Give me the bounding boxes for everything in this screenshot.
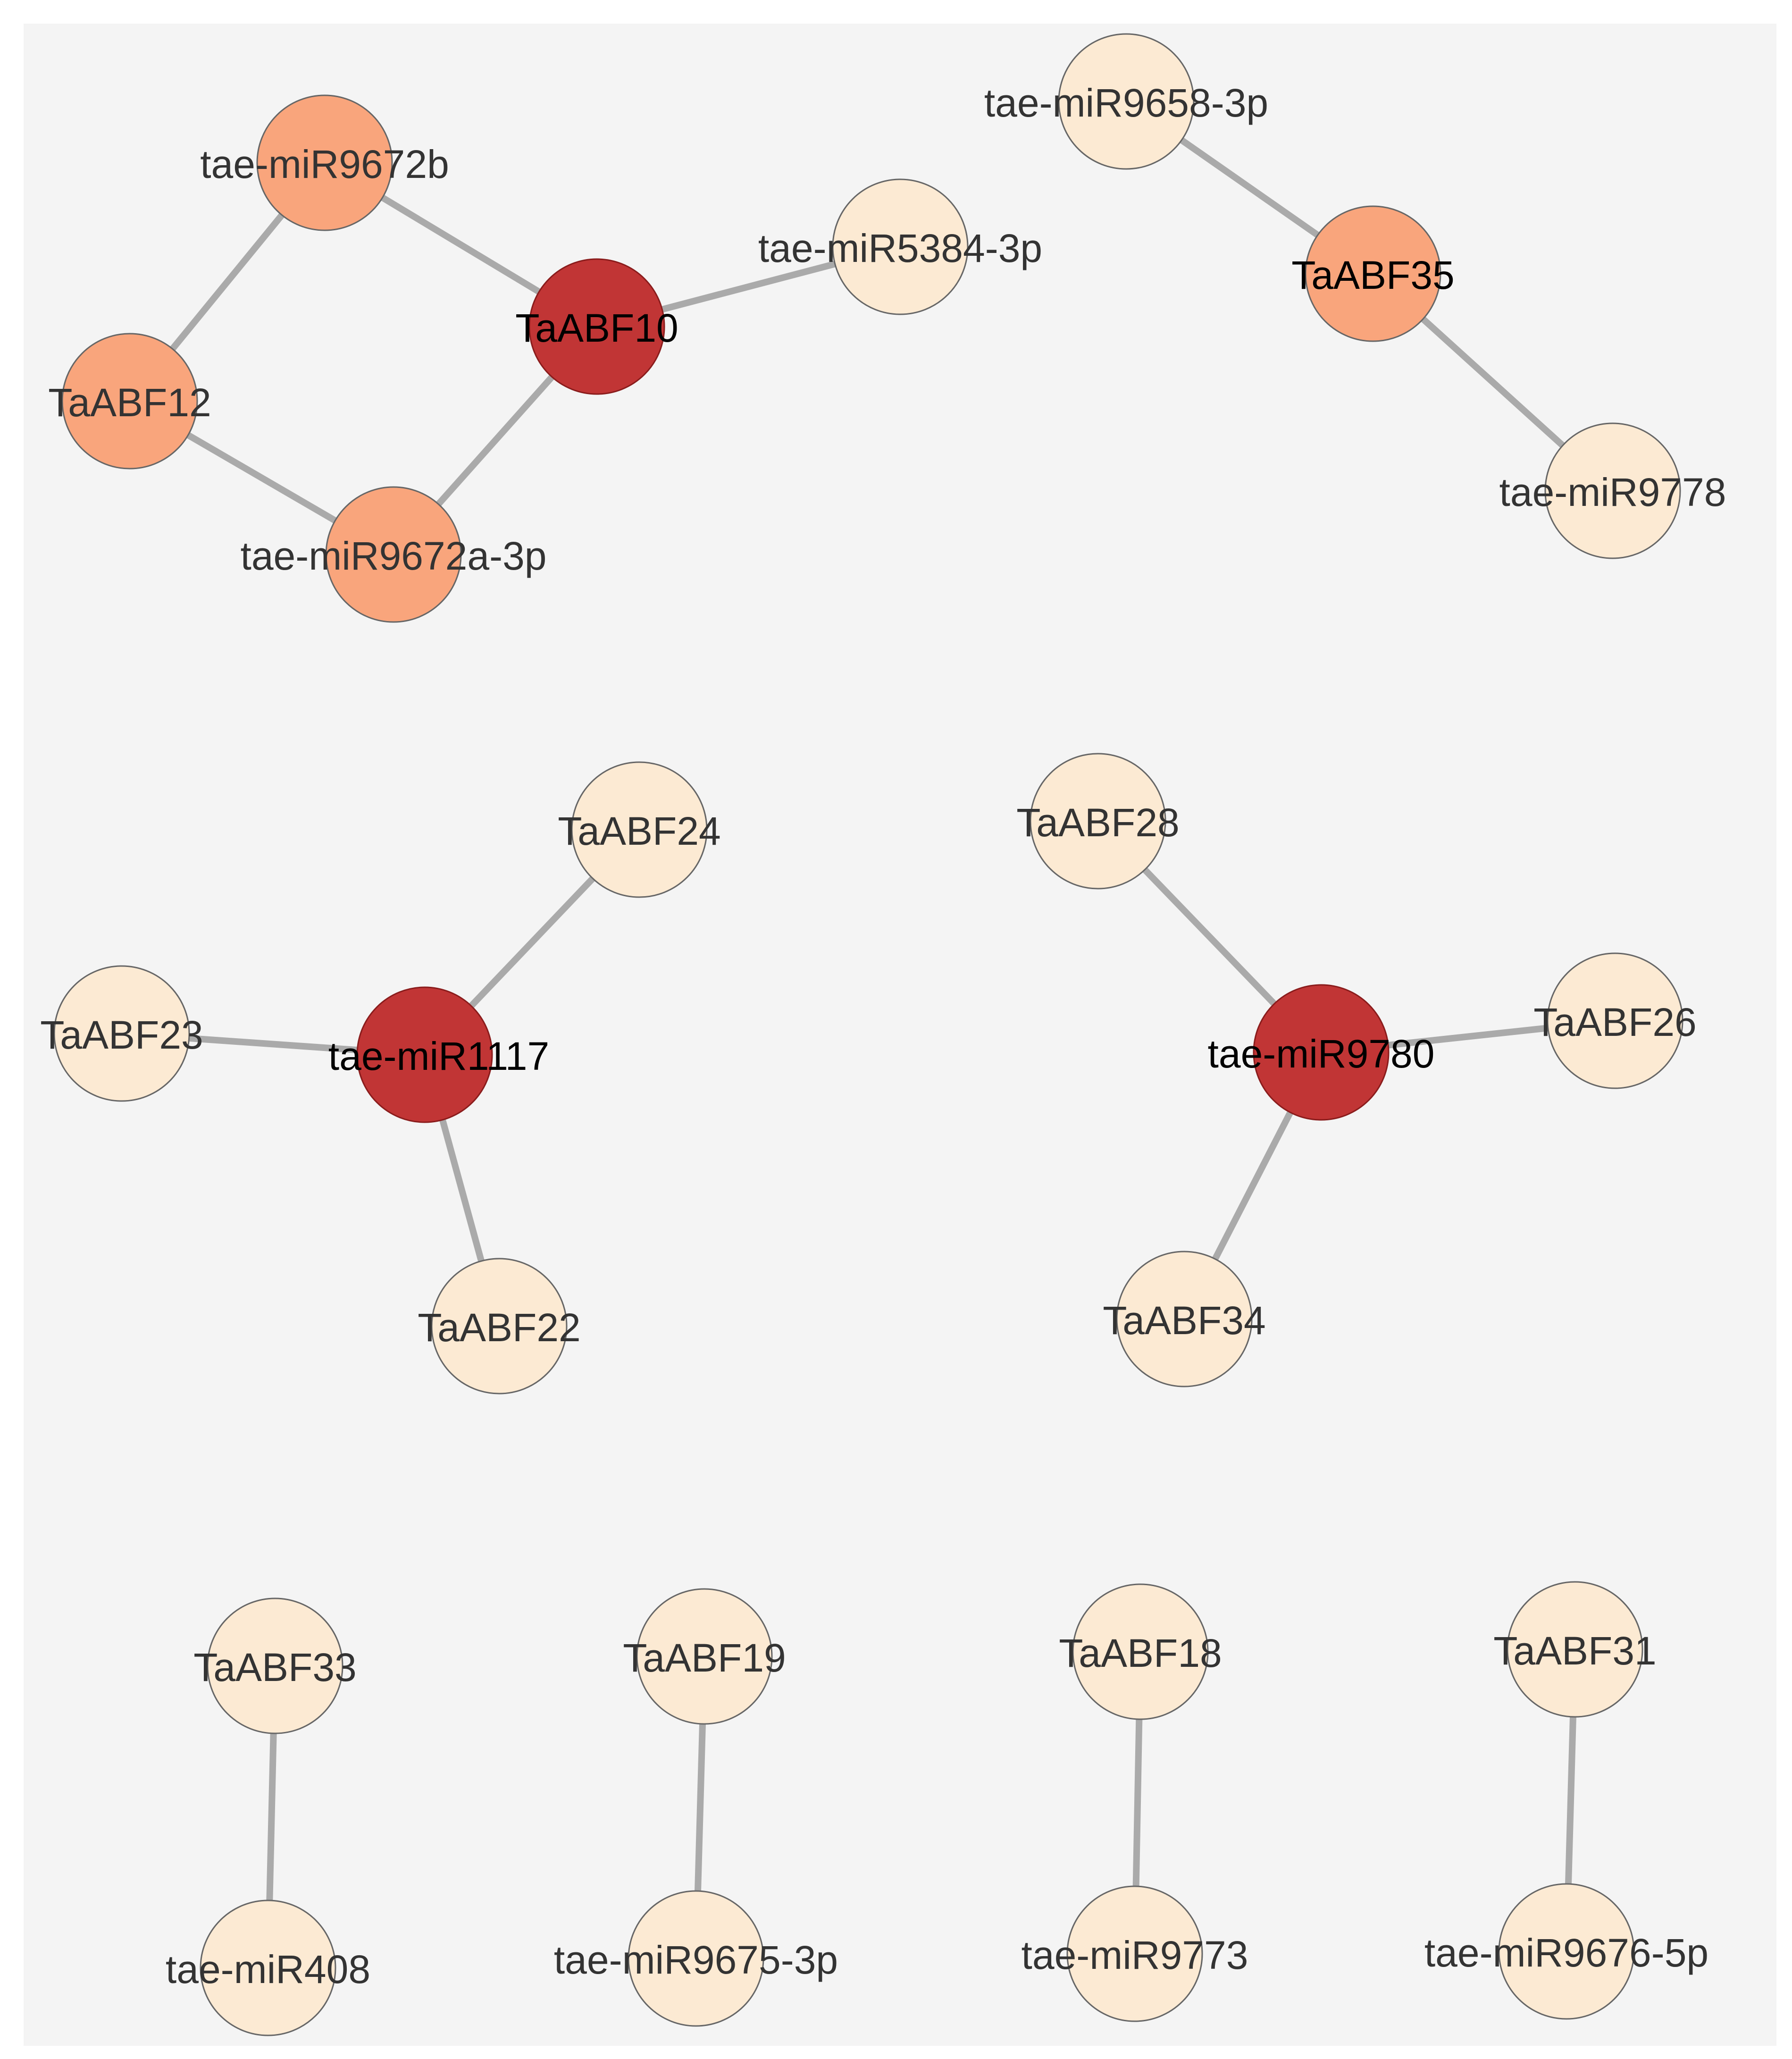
node-label-tae-mir5384-3p: tae-miR5384-3p — [758, 226, 1042, 270]
node-label-tae-mir9676-5p: tae-miR9676-5p — [1424, 1931, 1708, 1975]
node-label-taabf23: TaABF23 — [40, 1013, 203, 1057]
node-tae-mir5384-3p — [832, 178, 969, 315]
node-label-tae-mir9658-3p: tae-miR9658-3p — [984, 81, 1268, 125]
node-label-tae-mir9672b: tae-miR9672b — [200, 142, 449, 186]
node-taabf33 — [207, 1597, 343, 1734]
node-tae-mir9676-5p — [1498, 1883, 1635, 2020]
node-tae-mir9780 — [1253, 984, 1390, 1121]
node-label-tae-mir9780: tae-miR9780 — [1208, 1032, 1435, 1076]
node-taabf10 — [528, 258, 665, 395]
node-label-taabf10: TaABF10 — [515, 306, 678, 350]
node-taabf26 — [1547, 952, 1683, 1089]
node-label-taabf12: TaABF12 — [48, 380, 211, 425]
node-label-taabf34: TaABF34 — [1103, 1298, 1266, 1343]
node-tae-mir9672a-3p — [325, 486, 462, 623]
node-label-tae-mir408: tae-miR408 — [166, 1947, 370, 1992]
node-taabf35 — [1305, 205, 1441, 342]
node-taabf12 — [61, 333, 198, 470]
node-tae-mir9658-3p — [1058, 33, 1195, 170]
node-taabf28 — [1030, 753, 1166, 890]
node-taabf18 — [1072, 1583, 1209, 1720]
node-label-taabf19: TaABF19 — [623, 1636, 786, 1680]
node-label-tae-mir9773: tae-miR9773 — [1022, 1933, 1248, 1977]
node-label-taabf26: TaABF26 — [1533, 1000, 1697, 1044]
node-tae-mir408 — [200, 1899, 336, 2036]
node-taabf24 — [571, 761, 708, 898]
node-label-taabf18: TaABF18 — [1059, 1631, 1222, 1675]
node-tae-mir9672b — [256, 94, 393, 231]
node-taabf34 — [1116, 1251, 1253, 1387]
node-tae-mir9675-3p — [628, 1890, 764, 2027]
node-label-tae-mir9675-3p: tae-miR9675-3p — [554, 1938, 838, 1982]
node-label-taabf35: TaABF35 — [1291, 253, 1455, 297]
node-label-taabf28: TaABF28 — [1016, 800, 1180, 845]
node-taabf22 — [431, 1258, 568, 1395]
node-label-tae-mir1117: tae-miR1117 — [328, 1034, 549, 1078]
node-label-tae-mir9778: tae-miR9778 — [1499, 470, 1726, 514]
node-label-taabf33: TaABF33 — [193, 1645, 357, 1689]
node-taabf23 — [53, 965, 190, 1102]
node-label-taabf31: TaABF31 — [1493, 1629, 1657, 1673]
node-taabf19 — [636, 1588, 773, 1725]
node-tae-mir1117 — [356, 986, 493, 1123]
node-layer — [53, 33, 1683, 2036]
node-label-taabf24: TaABF24 — [558, 809, 721, 853]
node-label-taabf22: TaABF22 — [418, 1305, 581, 1350]
node-label-tae-mir9672a-3p: tae-miR9672a-3p — [240, 534, 546, 578]
node-taabf31 — [1507, 1581, 1643, 1718]
node-tae-mir9778 — [1544, 422, 1681, 559]
node-tae-mir9773 — [1066, 1885, 1203, 2022]
